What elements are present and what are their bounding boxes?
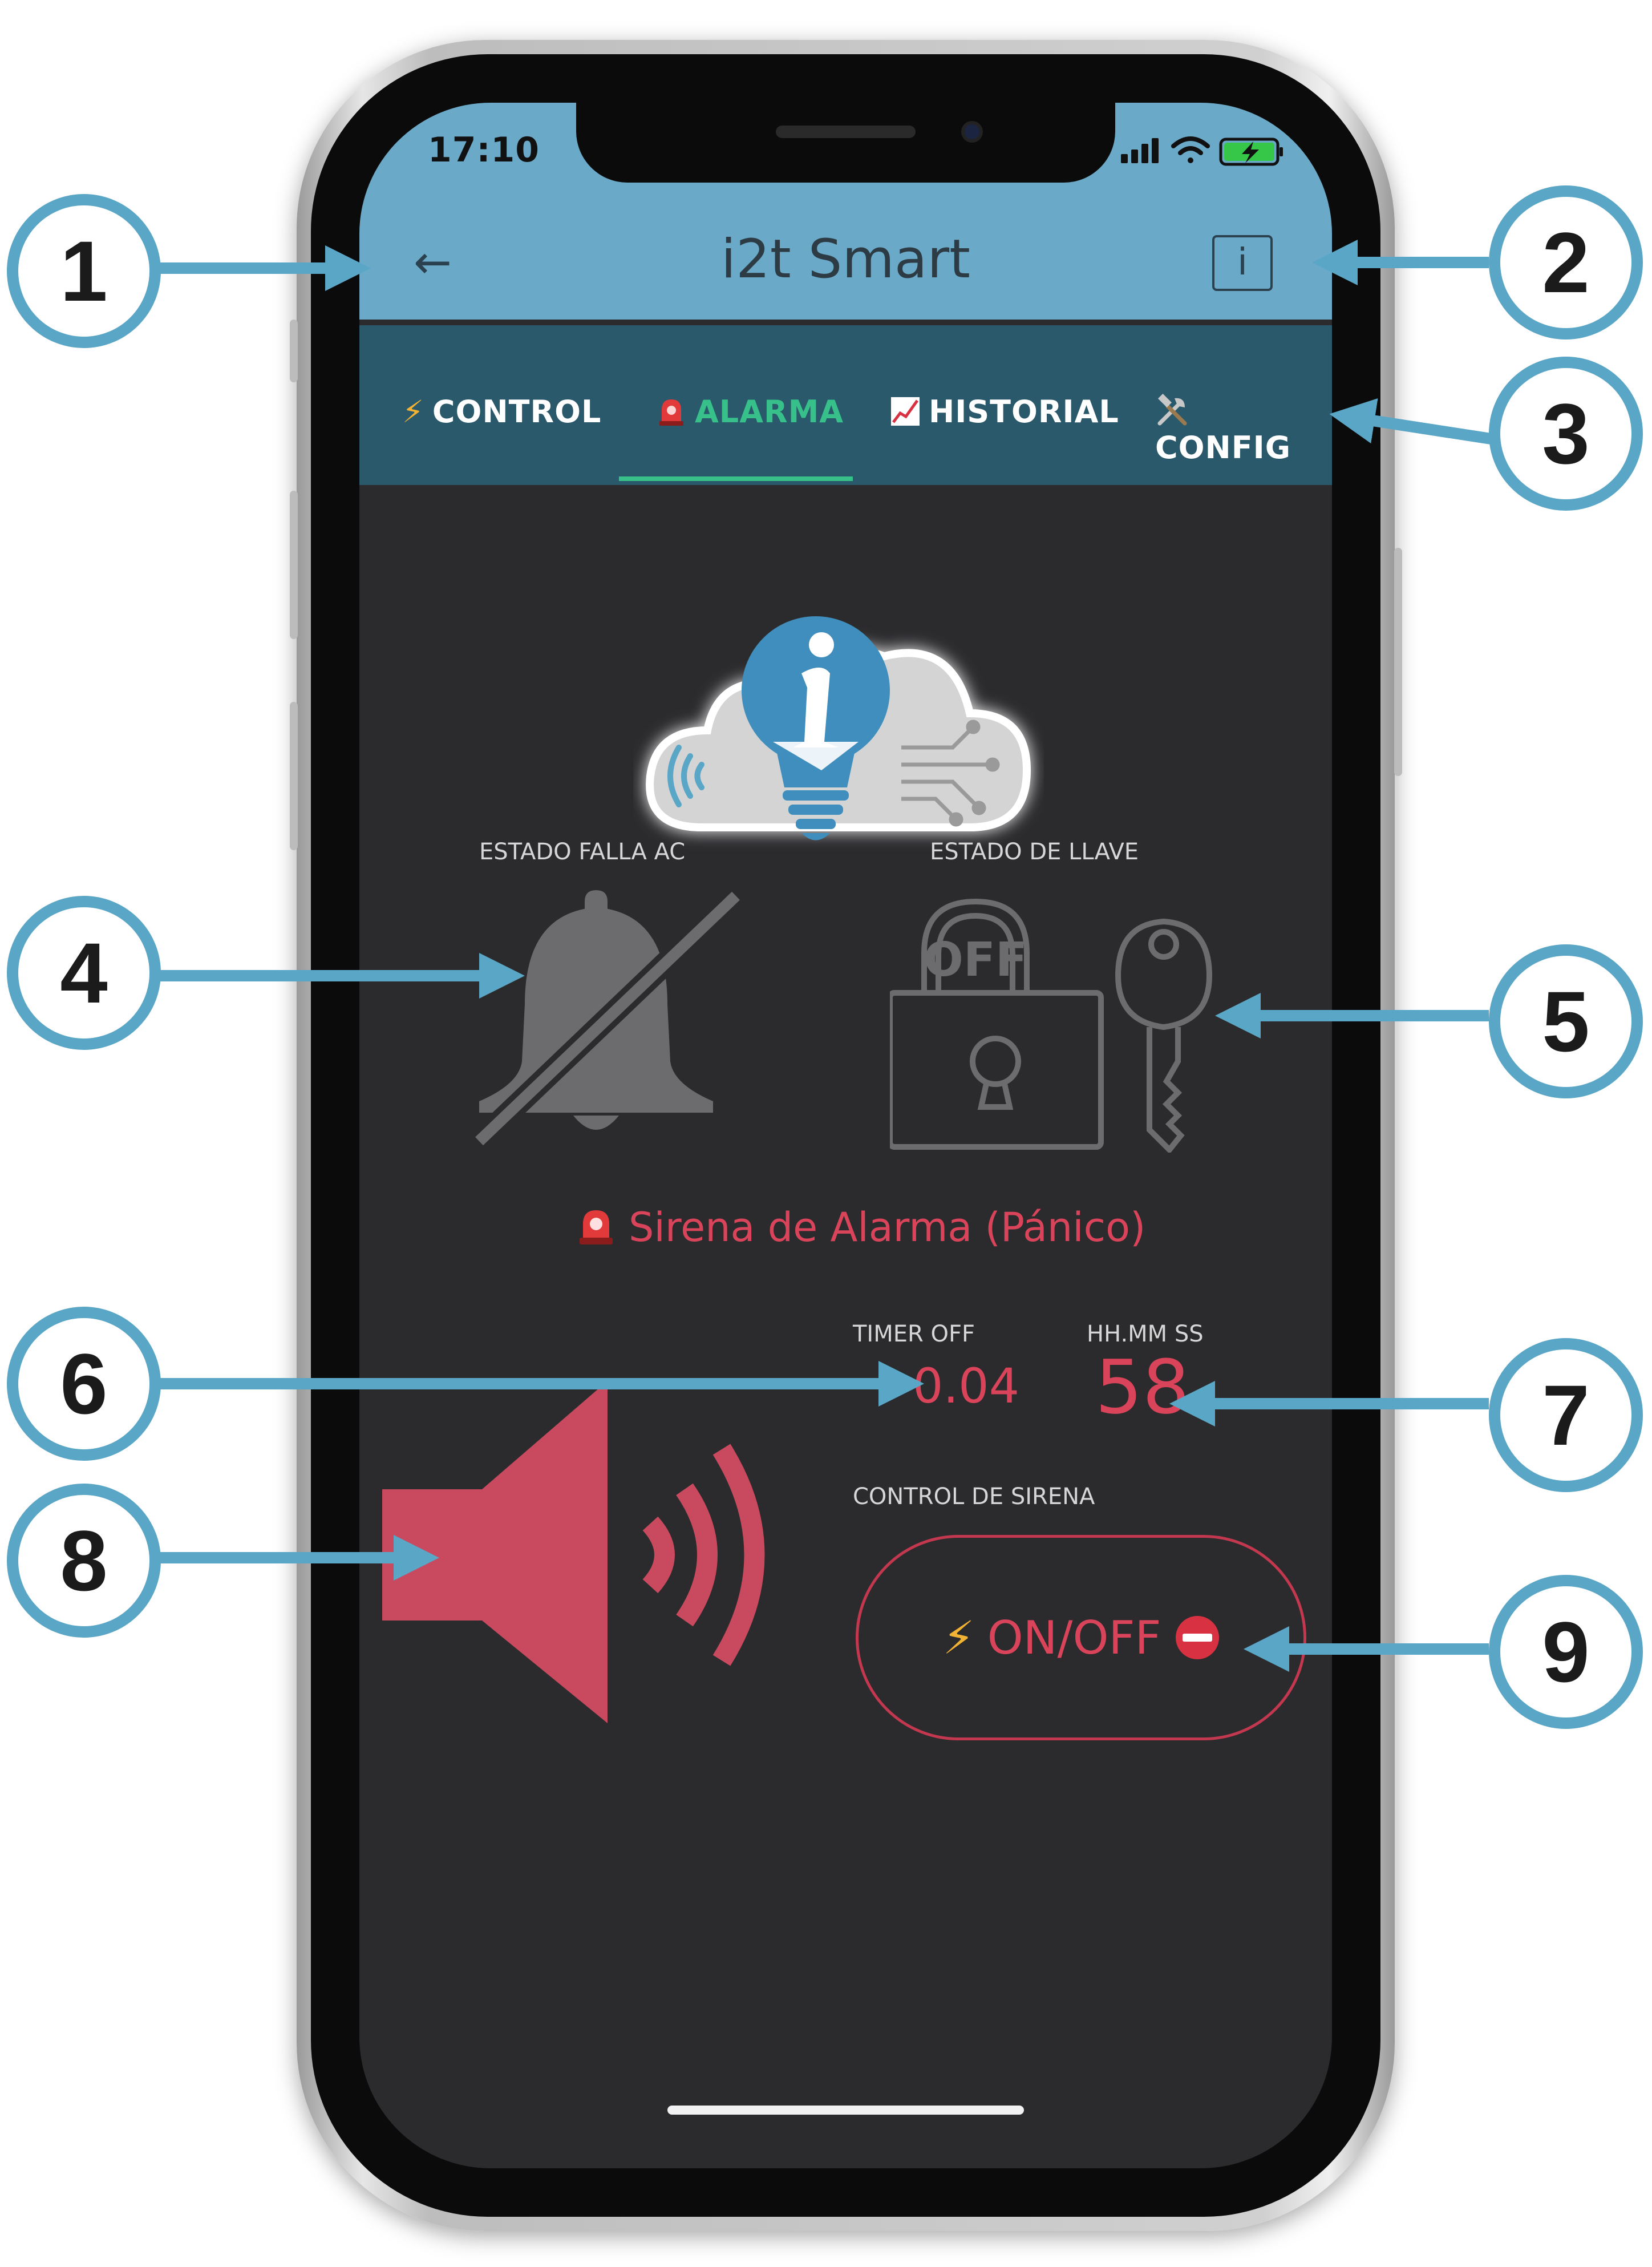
tab-historial-label: HISTORIAL	[929, 394, 1119, 430]
callout-6: 6	[7, 1307, 161, 1461]
tab-bar: ⚡CONTROL ALARMA HISTORIAL CONFIG	[359, 325, 1332, 485]
active-tab-indicator	[619, 476, 853, 481]
status-time: 17:10	[428, 130, 540, 170]
tab-config[interactable]: CONFIG	[1155, 393, 1332, 466]
siren-title: Sirena de Alarma (Pánico)	[576, 1204, 1145, 1251]
hhmmss-label: HH.MM SS	[1087, 1321, 1204, 1347]
hhmmss-value: 58	[1095, 1344, 1190, 1430]
control-sirena-label: CONTROL DE SIRENA	[853, 1484, 1095, 1510]
tab-alarma-label: ALARMA	[695, 394, 844, 430]
timer-off-label: TIMER OFF	[853, 1321, 975, 1347]
front-camera	[961, 121, 983, 143]
tab-alarma[interactable]: ALARMA	[656, 394, 844, 430]
lock-off-text: OFF	[924, 933, 1027, 987]
info-button[interactable]: i	[1212, 235, 1273, 291]
callout-3: 3	[1489, 357, 1643, 511]
tools-icon	[1157, 393, 1187, 426]
i2t-logo	[646, 616, 1031, 840]
callout-5: 5	[1489, 944, 1643, 1098]
wifi-icon	[1171, 136, 1210, 163]
tab-control[interactable]: ⚡CONTROL	[402, 394, 601, 430]
callout-8: 8	[7, 1484, 161, 1638]
circuit-lines	[901, 720, 1000, 827]
phone-volume-down	[290, 702, 298, 850]
lightbulb-icon	[742, 616, 890, 840]
siren-onoff-button[interactable]: ⚡ ON/OFF	[856, 1535, 1306, 1740]
earpiece-speaker	[776, 126, 916, 138]
no-entry-icon	[1176, 1616, 1220, 1659]
callout-4: 4	[7, 896, 161, 1050]
status-icons	[1121, 136, 1283, 166]
app-title: i2t Smart	[721, 228, 970, 290]
estado-llave-label: ESTADO DE LLAVE	[930, 839, 1139, 865]
callout-1: 1	[7, 194, 161, 348]
callout-9: 9	[1489, 1575, 1643, 1729]
callout-7: 7	[1489, 1338, 1643, 1492]
siren-icon	[580, 1210, 613, 1244]
lock-key-icon: OFF	[890, 898, 1213, 1153]
chart-icon	[891, 397, 920, 426]
signal-icon	[1121, 138, 1159, 163]
speaker-icon[interactable]	[382, 1381, 850, 1780]
home-indicator[interactable]	[667, 2106, 1024, 2115]
bell-off-icon	[471, 890, 744, 1150]
phone-notch	[576, 103, 1115, 183]
phone-power-button	[1394, 548, 1402, 776]
phone-screen: 17:10 ← i2t Smart i ⚡CONTROL	[359, 103, 1332, 2168]
onoff-label: ON/OFF	[987, 1611, 1161, 1664]
phone-volume-up	[290, 491, 298, 639]
lightning-icon: ⚡	[942, 1611, 975, 1664]
back-arrow-icon[interactable]: ←	[414, 236, 452, 289]
tab-config-label: CONFIG	[1155, 430, 1291, 466]
callout-2: 2	[1489, 185, 1643, 340]
phone-silent-switch	[290, 320, 298, 382]
wifi-signal-icon	[667, 745, 704, 807]
tab-historial[interactable]: HISTORIAL	[890, 394, 1119, 430]
siren-icon	[659, 399, 683, 426]
lightning-icon: ⚡	[402, 394, 424, 430]
siren-title-text: Sirena de Alarma (Pánico)	[629, 1204, 1146, 1251]
estado-falla-ac-label: ESTADO FALLA AC	[479, 839, 686, 865]
tab-control-label: CONTROL	[432, 394, 602, 430]
battery-charging-icon	[1219, 138, 1283, 166]
timer-off-value: 0.04	[913, 1358, 1020, 1414]
